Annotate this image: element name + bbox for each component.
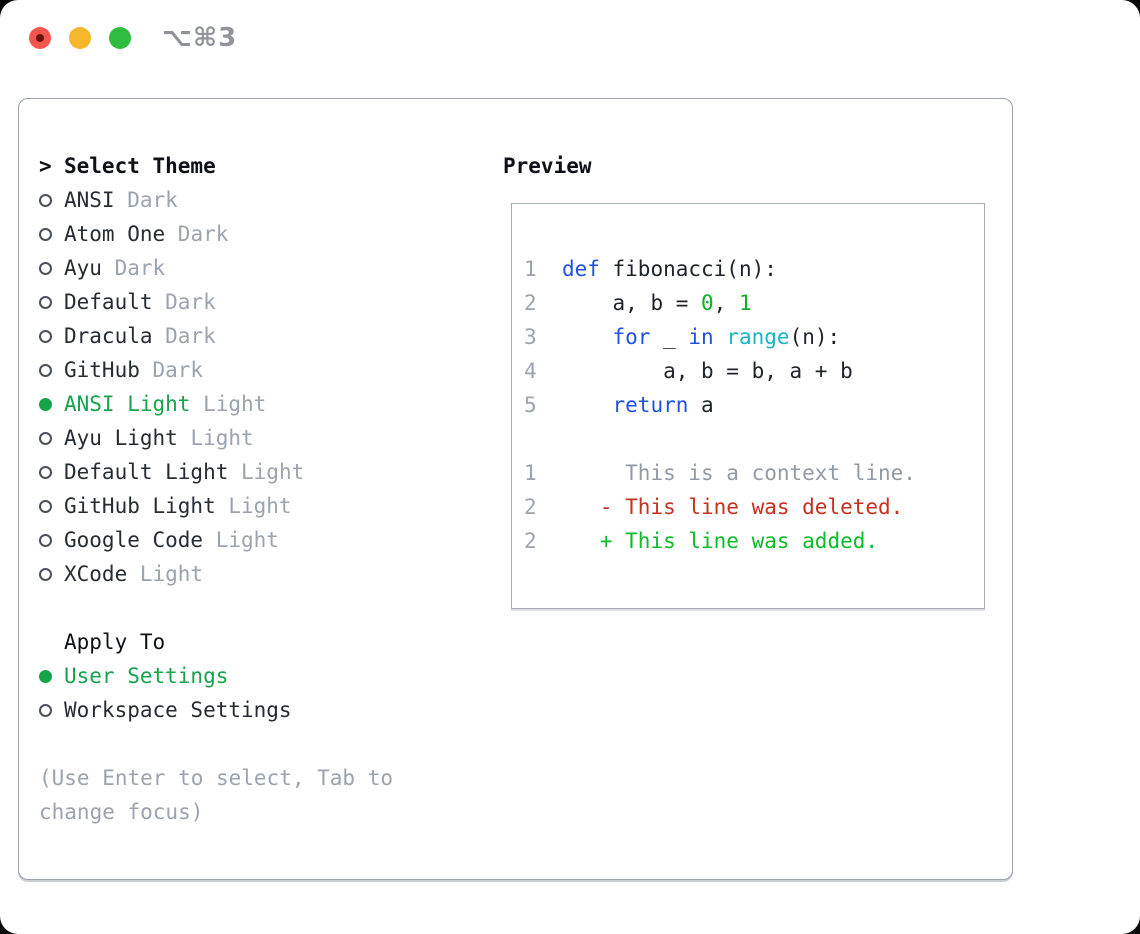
radio-marker	[39, 227, 64, 241]
option-variant-label: Light	[127, 562, 204, 586]
radio-icon	[39, 261, 52, 275]
prompt-caret-icon: >	[39, 154, 52, 178]
option-label: Default Light	[64, 460, 229, 484]
preview-code: 1 def fibonacci(n): 2 a, b = 0, 1 3 for _ …	[512, 204, 984, 558]
radio-marker	[39, 193, 64, 207]
option-variant-label: Light	[177, 426, 254, 450]
option-label: User Settings	[64, 664, 229, 688]
radio-marker	[39, 431, 64, 445]
radio-marker	[39, 465, 64, 479]
option-label: ANSI Light	[64, 392, 191, 416]
radio-icon	[39, 465, 52, 479]
radio-icon	[39, 431, 52, 445]
option-label: XCode	[64, 562, 128, 586]
option-label: Dracula	[64, 324, 153, 348]
option-variant-label: Dark	[101, 256, 166, 280]
radio-icon	[39, 567, 52, 581]
code-line	[524, 422, 984, 456]
option-label: Atom One	[64, 222, 166, 246]
theme-option-ansi-light[interactable]: ANSI Light Light	[39, 387, 393, 421]
radio-marker	[39, 533, 64, 547]
radio-icon	[39, 533, 52, 547]
hint-text-line-1: (Use Enter to select, Tab to	[39, 766, 394, 790]
code-line: 2 + This line was added.	[524, 529, 879, 553]
close-button-icon[interactable]	[29, 27, 51, 49]
theme-option-github-light[interactable]: GitHub Light Light	[39, 489, 393, 523]
theme-option-google-code[interactable]: Google Code Light	[39, 523, 393, 557]
code-line: 2 - This line was deleted.	[524, 495, 904, 519]
radio-marker	[39, 329, 64, 343]
option-variant-label: Light	[215, 494, 292, 518]
option-variant-label: Light	[228, 460, 305, 484]
option-variant-label: Dark	[139, 358, 204, 382]
code-line: 1 def fibonacci(n):	[524, 257, 777, 281]
option-label: Ayu	[64, 256, 102, 280]
radio-marker	[39, 397, 64, 411]
radio-icon	[39, 329, 52, 343]
radio-icon	[39, 363, 52, 377]
code-line: 2 a, b = 0, 1	[524, 291, 752, 315]
theme-option-ayu[interactable]: Ayu Dark	[39, 251, 393, 285]
radio-icon	[39, 193, 52, 207]
spacer-row	[39, 727, 393, 761]
minimize-button-icon[interactable]	[69, 27, 91, 49]
code-line: 4 a, b = b, a + b	[524, 359, 853, 383]
spacer-row	[39, 591, 393, 625]
radio-marker	[39, 295, 64, 309]
apply-option-workspace-settings[interactable]: Workspace Settings	[39, 693, 393, 727]
radio-selected-icon	[39, 397, 52, 411]
option-variant-label: Dark	[152, 324, 216, 348]
radio-marker	[39, 669, 64, 683]
radio-marker	[39, 261, 64, 275]
apply-option-user-settings[interactable]: User Settings	[39, 659, 393, 693]
window-controls	[29, 27, 131, 49]
code-line: 3 for _ in range(n):	[524, 325, 841, 349]
code-line: 5 return a	[524, 393, 714, 417]
option-label: ANSI	[64, 188, 115, 212]
radio-icon	[39, 227, 52, 241]
option-label: Ayu Light	[64, 426, 178, 450]
option-variant-label: Light	[190, 392, 267, 416]
theme-option-default-light[interactable]: Default Light Light	[39, 455, 393, 489]
theme-option-ayu-light[interactable]: Ayu Light Light	[39, 421, 393, 455]
theme-option-ansi[interactable]: ANSI Dark	[39, 183, 393, 217]
preview-box: 1 def fibonacci(n): 2 a, b = 0, 1 3 for _ …	[511, 203, 985, 609]
option-label: GitHub Light	[64, 494, 216, 518]
apply-to-header-row: Apply To	[39, 625, 393, 659]
hint-text-line-2: change focus)	[39, 800, 204, 824]
apply-to-title: Apply To	[64, 630, 166, 654]
theme-option-github[interactable]: GitHub Dark	[39, 353, 393, 387]
option-variant-label: Dark	[152, 290, 216, 314]
radio-marker	[39, 363, 64, 377]
radio-icon	[39, 703, 52, 717]
option-label: Default	[64, 290, 153, 314]
option-variant-label: Dark	[114, 188, 178, 212]
theme-option-atom-one[interactable]: Atom One Dark	[39, 217, 393, 251]
radio-icon	[39, 499, 52, 513]
option-variant-label: Light	[203, 528, 279, 552]
option-label: Google Code	[64, 528, 204, 552]
option-variant-label: Dark	[165, 222, 229, 246]
theme-option-xcode[interactable]: XCode Light	[39, 557, 393, 591]
select-theme-title: Select Theme	[64, 154, 216, 178]
code-line: 1 This is a context line.	[524, 461, 916, 485]
theme-option-default[interactable]: Default Dark	[39, 285, 393, 319]
option-label: Workspace Settings	[64, 698, 292, 722]
option-label: GitHub	[64, 358, 140, 382]
radio-marker	[39, 499, 64, 513]
preview-title: Preview	[503, 154, 592, 178]
radio-marker	[39, 567, 64, 581]
select-theme-header-row: > Select Theme	[39, 149, 393, 183]
zoom-button-icon[interactable]	[109, 27, 131, 49]
prompt-marker: >	[39, 149, 64, 183]
radio-selected-icon	[39, 669, 52, 683]
radio-icon	[39, 295, 52, 309]
radio-marker	[39, 703, 64, 717]
window-title: ⌥⌘3	[162, 23, 238, 53]
theme-option-dracula[interactable]: Dracula Dark	[39, 319, 393, 353]
